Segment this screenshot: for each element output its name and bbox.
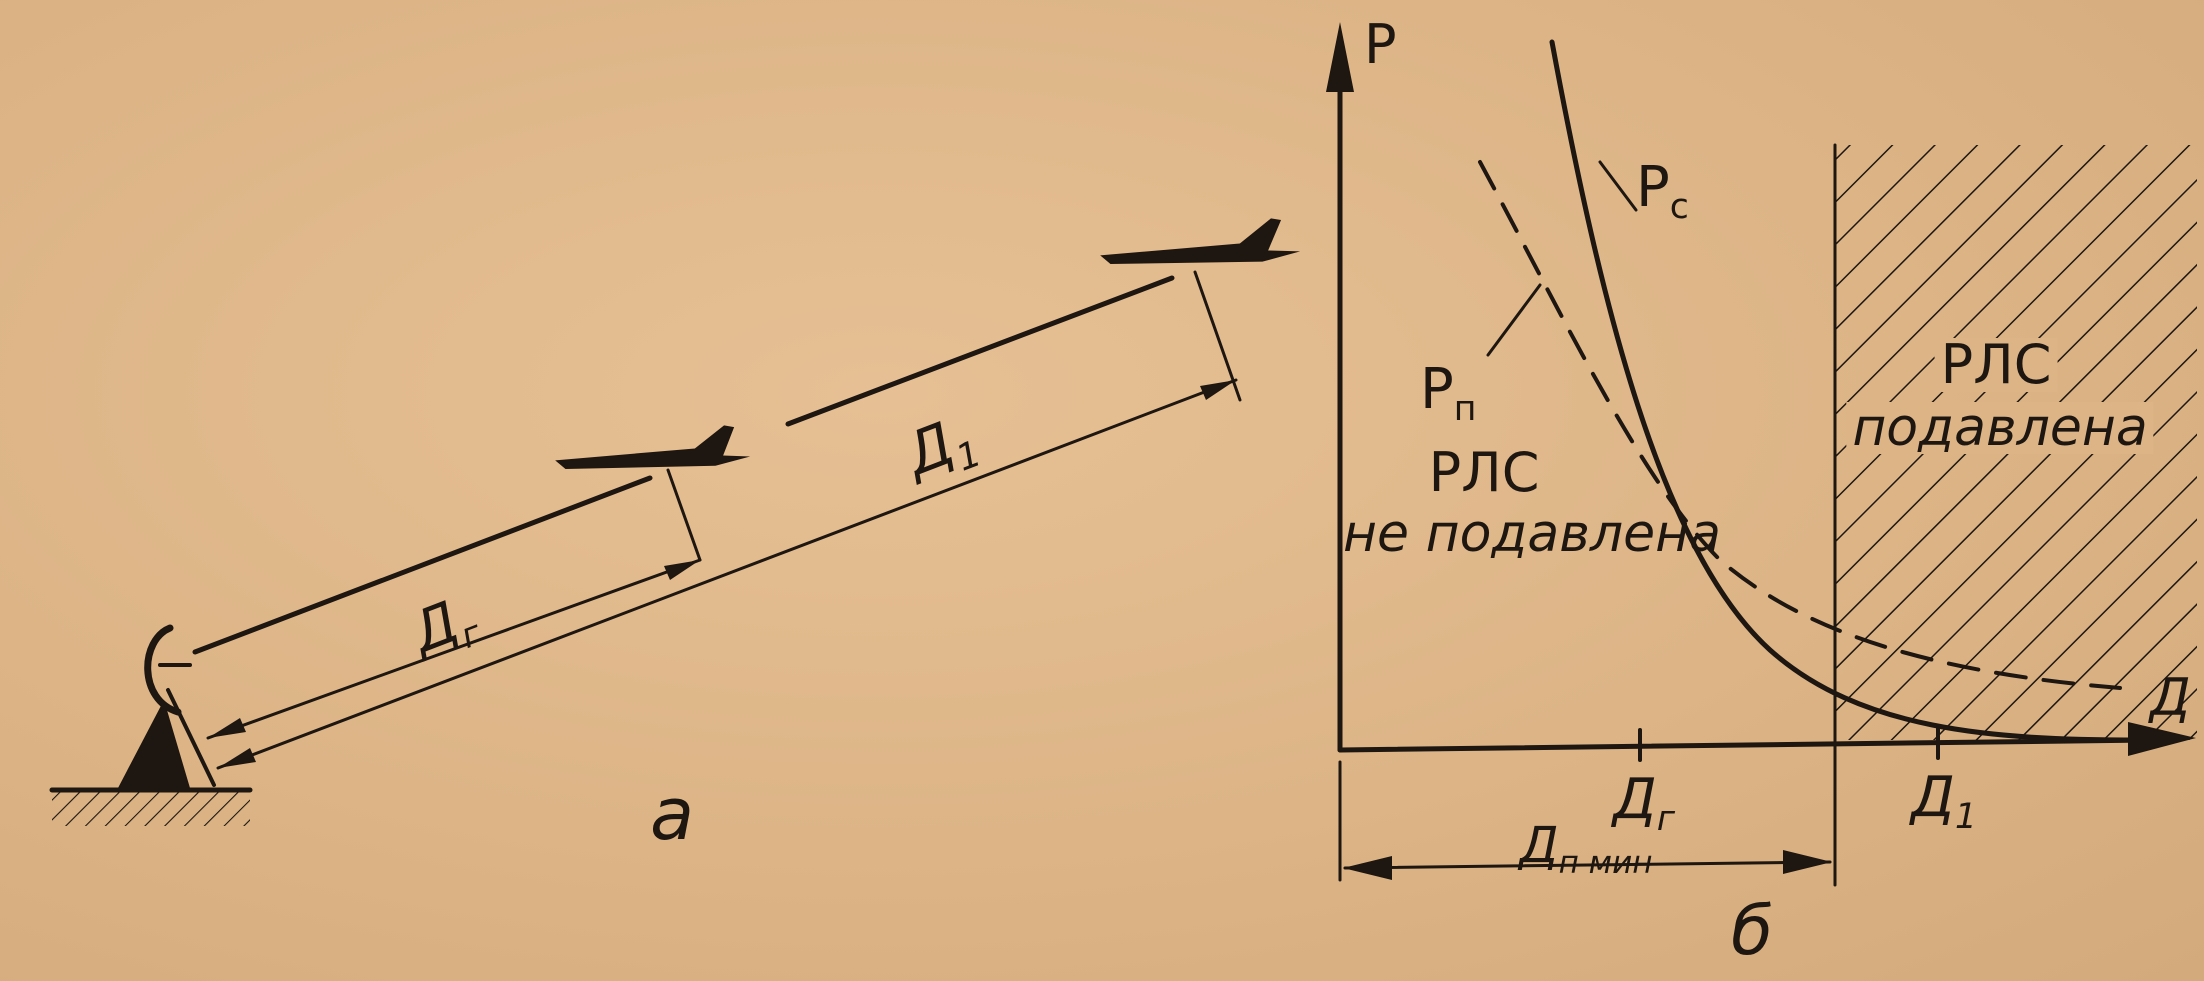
min-range-arrowhead-right <box>1783 850 1832 874</box>
curve-signal-label: Рс <box>1636 155 1689 228</box>
far-arrowhead-right <box>1200 380 1236 400</box>
zone-free-line-2: не подавлена <box>1343 504 1721 564</box>
curve-jamming-leader <box>1486 283 1542 357</box>
min-range-arrowhead-left <box>1343 856 1392 880</box>
x-axis-label: Д <box>2150 668 2191 728</box>
zone-suppressed-line-1: РЛС <box>1934 338 2058 392</box>
ground-hatch <box>52 790 250 826</box>
curve-signal-power <box>1549 39 2143 743</box>
aircraft-far-icon <box>1100 218 1301 264</box>
tick-1-label: Д1 <box>1911 765 1977 838</box>
x-axis <box>1337 737 2153 753</box>
zone-suppressed-line-2: подавлена <box>1846 402 2154 454</box>
far-range-tick <box>1193 270 1242 402</box>
panel-a-label: а <box>649 772 695 856</box>
min-range-arrow <box>1343 860 1832 870</box>
tick-g-label: Дг <box>1613 767 1675 840</box>
far-arrowhead-left <box>218 748 256 768</box>
aircraft-near-icon <box>555 425 751 469</box>
near-range-arrow <box>206 558 702 740</box>
x-axis-arrowhead <box>2128 722 2196 756</box>
curve-jamming-label: Рп <box>1420 357 1477 430</box>
radar-antenna-dish <box>144 624 182 716</box>
y-axis-label: Р <box>1364 13 1397 76</box>
radar-support <box>166 688 216 787</box>
panel-b-label: б <box>1731 892 1773 971</box>
radar-mast <box>118 700 190 788</box>
zone-free-line-1: РЛС <box>1428 441 1540 504</box>
far-range-arrow <box>216 378 1238 770</box>
y-axis-arrowhead <box>1326 22 1354 92</box>
sight-line-far <box>785 275 1175 427</box>
radar-station <box>49 624 253 826</box>
min-range-label: Дп мин <box>1519 816 1653 881</box>
sight-line-near <box>192 475 653 655</box>
near-arrowhead-left <box>208 718 246 738</box>
near-arrowhead-right <box>664 560 700 580</box>
near-range-tick <box>666 468 702 562</box>
curve-jamming-power <box>1478 160 2122 690</box>
curve-signal-leader <box>1598 160 1638 212</box>
